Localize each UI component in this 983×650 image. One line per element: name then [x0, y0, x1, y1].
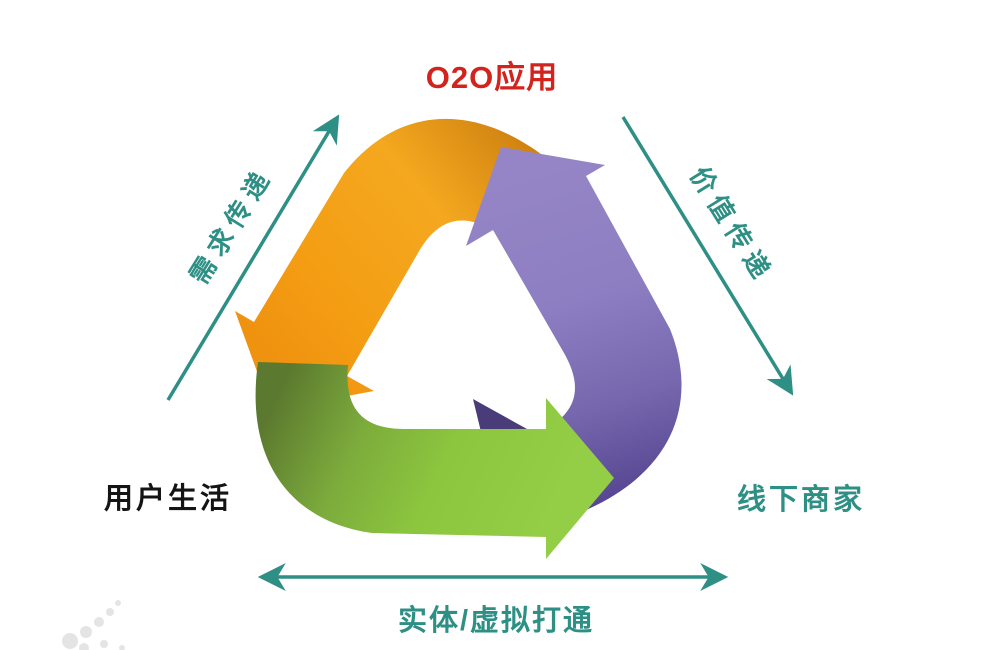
watermark — [62, 600, 125, 650]
top-node-label: O2O应用 — [425, 60, 559, 95]
orange-arrow — [235, 118, 549, 411]
right-node-label: 线下商家 — [736, 484, 866, 516]
bottom-edge-label: 实体/虚拟打通 — [397, 605, 595, 637]
purple-arrow — [466, 147, 682, 513]
left-node-label: 用户生活 — [103, 483, 233, 515]
demand-transfer-arrow — [166, 114, 340, 401]
value-transfer-arrow — [621, 116, 794, 396]
green-arrow — [255, 362, 614, 559]
